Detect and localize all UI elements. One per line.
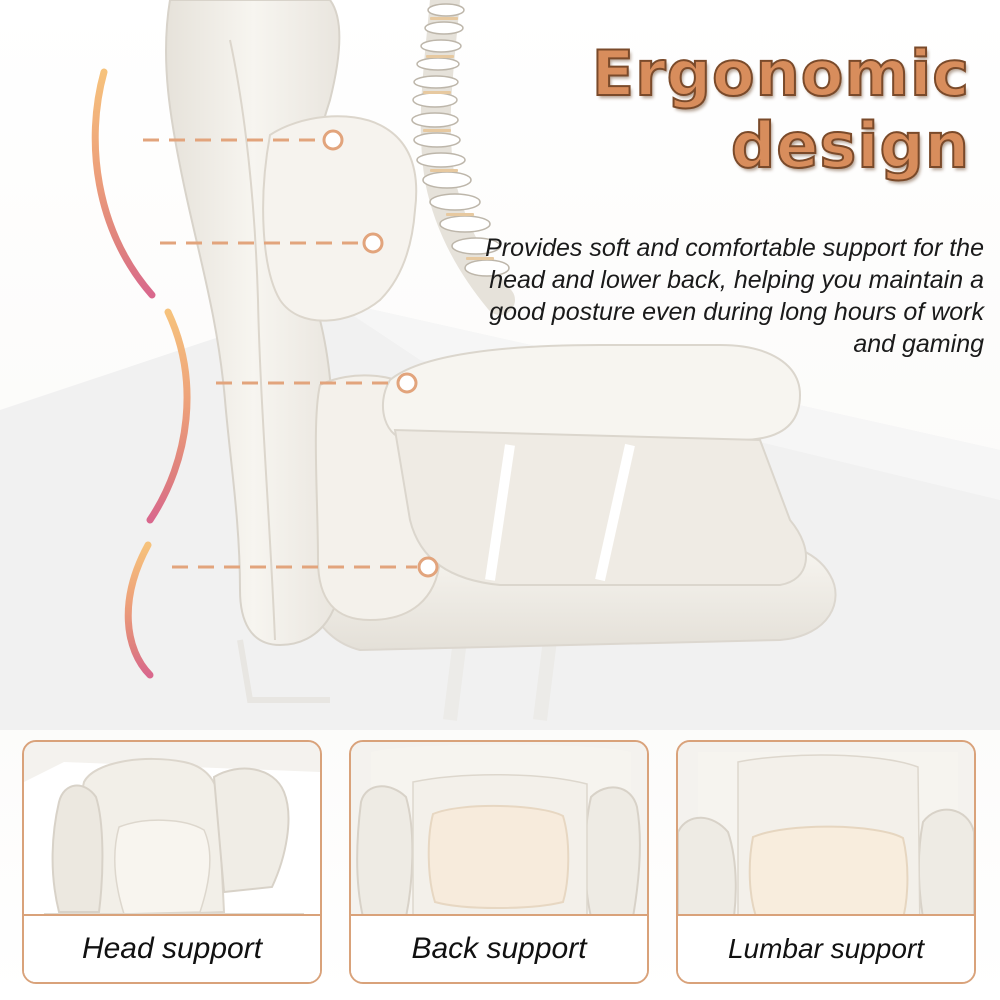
callout-head bbox=[143, 129, 344, 151]
feature-card-back-support: Back support bbox=[349, 740, 649, 984]
feature-label-bar: Back support bbox=[351, 914, 647, 982]
posture-curve bbox=[91, 68, 191, 679]
callout-lumbar bbox=[172, 556, 439, 578]
feature-description: Provides soft and comfortable support fo… bbox=[485, 234, 984, 358]
spine-illustration bbox=[411, 0, 515, 315]
page-title: Ergonomic design bbox=[550, 37, 970, 183]
title-line-1: Ergonomic bbox=[591, 37, 970, 111]
head-pillow bbox=[262, 115, 418, 322]
feature-card-head-support: Head support bbox=[22, 740, 322, 984]
chair-backrest bbox=[164, 0, 342, 647]
chair-illustration bbox=[91, 0, 837, 721]
callout-neck bbox=[160, 232, 384, 254]
lumbar-support-image bbox=[678, 742, 974, 982]
feature-card-lumbar-support: Lumbar support bbox=[676, 740, 976, 984]
feature-label: Lumbar support bbox=[727, 933, 925, 964]
feature-label: Head support bbox=[81, 932, 263, 965]
callout-back bbox=[216, 372, 418, 394]
feature-label-bar: Lumbar support bbox=[678, 914, 974, 982]
feature-label: Back support bbox=[411, 932, 587, 965]
title-line-2: design bbox=[730, 109, 970, 183]
feature-label-bar: Head support bbox=[24, 914, 320, 982]
